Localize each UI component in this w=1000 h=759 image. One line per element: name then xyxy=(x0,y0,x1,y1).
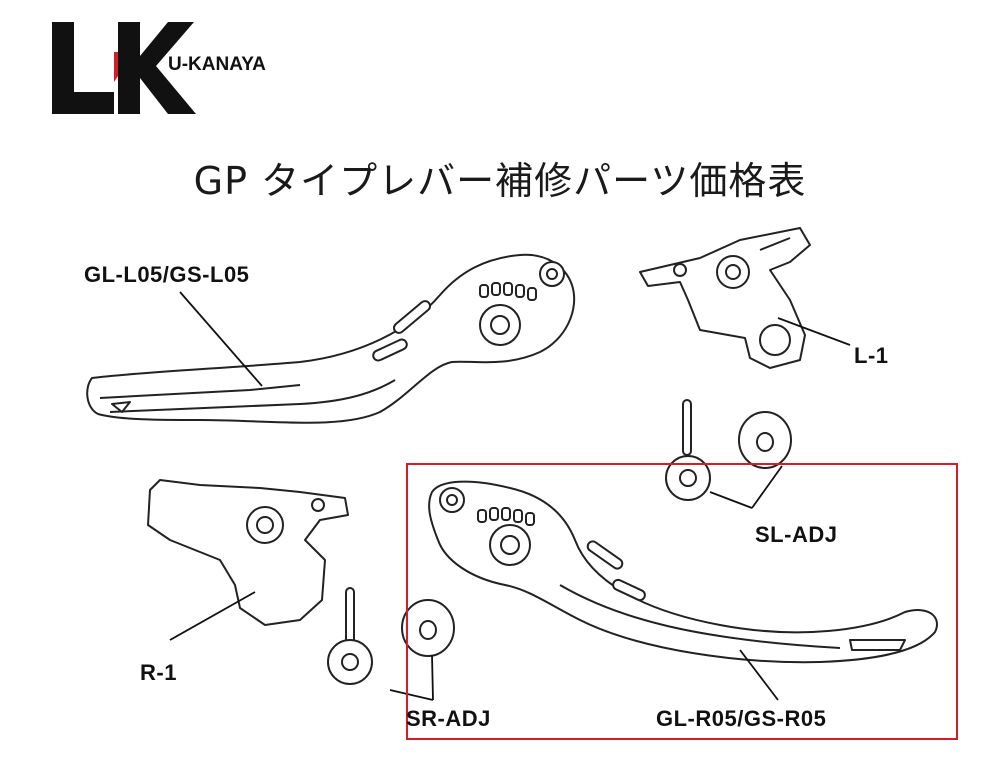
label-r1: R-1 xyxy=(140,660,177,685)
l1-bracket-drawing xyxy=(639,227,811,369)
label-l1: L-1 xyxy=(854,343,889,368)
leader-lines xyxy=(169,291,851,701)
left-lever-drawing xyxy=(86,253,576,424)
page-title: GP タイプレバー補修パーツ価格表 xyxy=(193,159,807,203)
right-lever-drawing xyxy=(428,480,938,664)
sl-adj-drawing xyxy=(665,399,792,501)
u-kanaya-logo: U-KANAYA xyxy=(52,22,322,114)
label-left-lever: GL-L05/GS-L05 xyxy=(84,262,250,287)
sr-adj-drawing xyxy=(327,587,455,685)
r1-bracket-drawing xyxy=(147,479,349,626)
label-sr-adj: SR-ADJ xyxy=(406,706,491,731)
highlight-frame xyxy=(406,463,958,740)
brand-name: U-KANAYA xyxy=(168,54,266,75)
label-sl-adj: SL-ADJ xyxy=(755,522,838,547)
label-right-lever: GL-R05/GS-R05 xyxy=(656,706,827,731)
